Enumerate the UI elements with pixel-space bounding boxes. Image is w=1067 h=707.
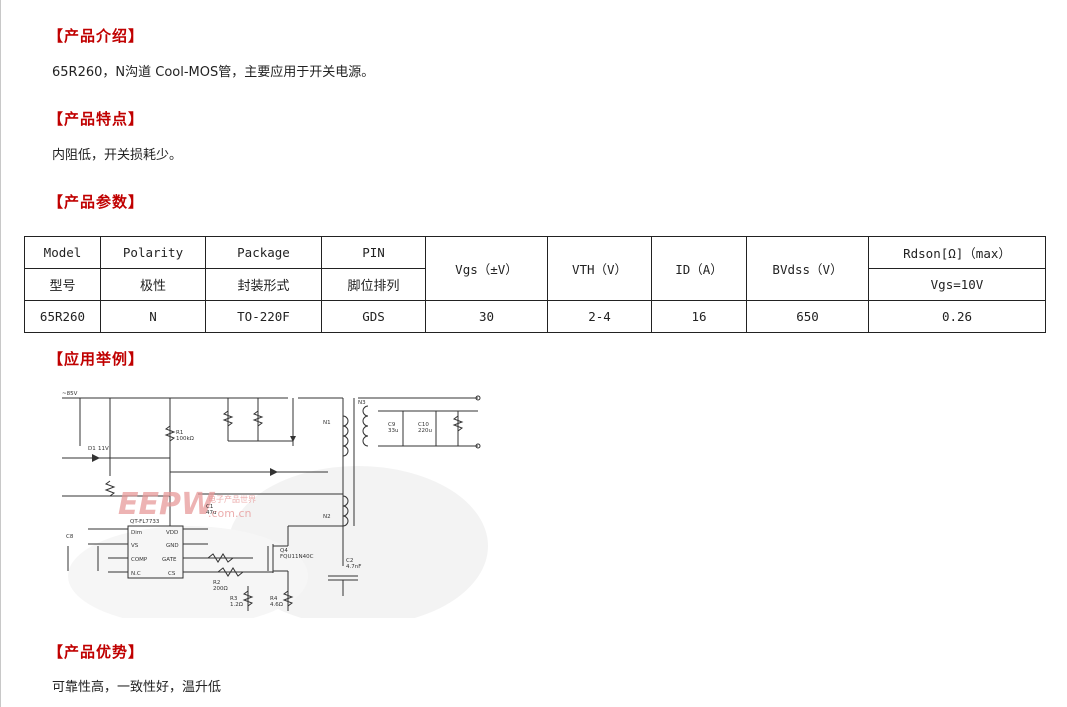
th-package-cn: 封装形式 [205, 268, 322, 301]
intro-text: 65R260，N沟道 Cool-MOS管，主要应用于开关电源。 [52, 65, 375, 80]
th-polarity: Polarity [100, 236, 206, 269]
output-terminal-icon [475, 395, 481, 401]
th-id: ID（A） [651, 236, 747, 301]
cell-id: 16 [651, 300, 747, 333]
label-c1-v: 47u [206, 510, 216, 516]
label-ic: QT-FL7733 [130, 519, 160, 525]
label-r1-v: 100kΩ [176, 436, 194, 442]
label-n2: N2 [323, 514, 331, 520]
label-pin-gnd: GND [166, 543, 179, 549]
features-text: 内阻低，开关损耗少。 [52, 148, 183, 163]
page-left-border [0, 0, 1, 707]
label-c2: C2 [346, 558, 353, 564]
spec-table: Model Polarity Package PIN Vgs（±V） VTH（V… [24, 236, 1046, 333]
label-pin-vdd: VDD [166, 530, 178, 536]
label-r3-v: 1.2Ω [230, 602, 243, 608]
watermark-url: .com.cn [208, 507, 252, 520]
th-vgs: Vgs（±V） [425, 236, 548, 301]
label-c1: C1 [206, 504, 213, 510]
label-r4-v: 4.6Ω [270, 602, 283, 608]
label-pin-gate: GATE [162, 557, 177, 563]
label-d1: D1 [88, 446, 96, 452]
cell-pin: GDS [321, 300, 426, 333]
cell-vth: 2-4 [547, 300, 652, 333]
label-c8: C8 [66, 534, 74, 540]
label-r4: R4 [270, 596, 278, 602]
cell-polarity: N [100, 300, 206, 333]
diode-d3-icon [290, 436, 296, 442]
label-pin-vs: VS [131, 543, 139, 549]
th-vth: VTH（V） [547, 236, 652, 301]
label-r1: R1 [176, 430, 183, 436]
diode-d1-icon [92, 454, 100, 462]
th-model-cn: 型号 [24, 268, 101, 301]
label-q4-part: FQU11N40C [280, 554, 314, 560]
th-rdson: Rdson[Ω]（max） [868, 236, 1046, 269]
th-pin-cn: 脚位排列 [321, 268, 426, 301]
section-title-intro: 【产品介绍】 [48, 27, 145, 45]
cell-model: 65R260 [24, 300, 101, 333]
application-schematic: EEPW .com.cn 电子产品世界 ~85V QT-FL7733 Dim V… [58, 386, 488, 626]
cell-vgs: 30 [425, 300, 548, 333]
label-r2-v: 200Ω [213, 586, 228, 592]
th-model: Model [24, 236, 101, 269]
label-c9: C9 [388, 422, 396, 428]
section-title-example: 【应用举例】 [48, 350, 145, 368]
label-c9-v: 33u [388, 428, 398, 434]
label-vin: ~85V [62, 391, 78, 397]
th-polarity-cn: 极性 [100, 268, 206, 301]
watermark-logo: EEPW [118, 487, 216, 522]
label-q4: Q4 [280, 548, 288, 554]
th-bvdss: BVdss（V） [746, 236, 869, 301]
cell-bvdss: 650 [746, 300, 869, 333]
table-row: 65R260 N TO-220F GDS 30 2-4 16 650 0.26 [24, 300, 1046, 333]
label-r2: R2 [213, 580, 220, 586]
table-header-row: Model Polarity Package PIN Vgs（±V） VTH（V… [24, 236, 1046, 301]
label-c10-v: 220u [418, 428, 432, 434]
label-r3: R3 [230, 596, 238, 602]
label-c10: C10 [418, 422, 429, 428]
section-title-features: 【产品特点】 [48, 110, 145, 128]
advantage-text: 可靠性高，一致性好，温升低 [52, 680, 222, 695]
label-c2-v: 4.7nF [346, 564, 361, 570]
label-pin-nc: N.C [131, 571, 141, 577]
schematic-wires [62, 397, 478, 611]
label-d1-v: 11V [98, 446, 109, 452]
label-pin-comp: COMP [131, 557, 148, 563]
table-header-row-cn: 型号 极性 封装形式 脚位排列 Vgs=10V [24, 268, 1046, 301]
section-title-params: 【产品参数】 [48, 193, 145, 211]
th-package: Package [205, 236, 322, 269]
label-n1: N1 [323, 420, 331, 426]
label-n3: N3 [358, 400, 366, 406]
diode-d2-icon [270, 468, 278, 476]
cell-rdson: 0.26 [868, 300, 1046, 333]
watermark-cn: 电子产品世界 [208, 494, 256, 504]
cell-package: TO-220F [205, 300, 322, 333]
label-pin-dim: Dim [131, 530, 142, 536]
th-rdson-sub: Vgs=10V [868, 268, 1046, 301]
schematic-svg: EEPW .com.cn 电子产品世界 ~85V QT-FL7733 Dim V… [62, 391, 488, 626]
label-pin-cs: CS [168, 571, 176, 577]
output-terminal-icon [475, 443, 481, 449]
th-pin: PIN [321, 236, 426, 269]
section-title-advantage: 【产品优势】 [48, 643, 145, 661]
